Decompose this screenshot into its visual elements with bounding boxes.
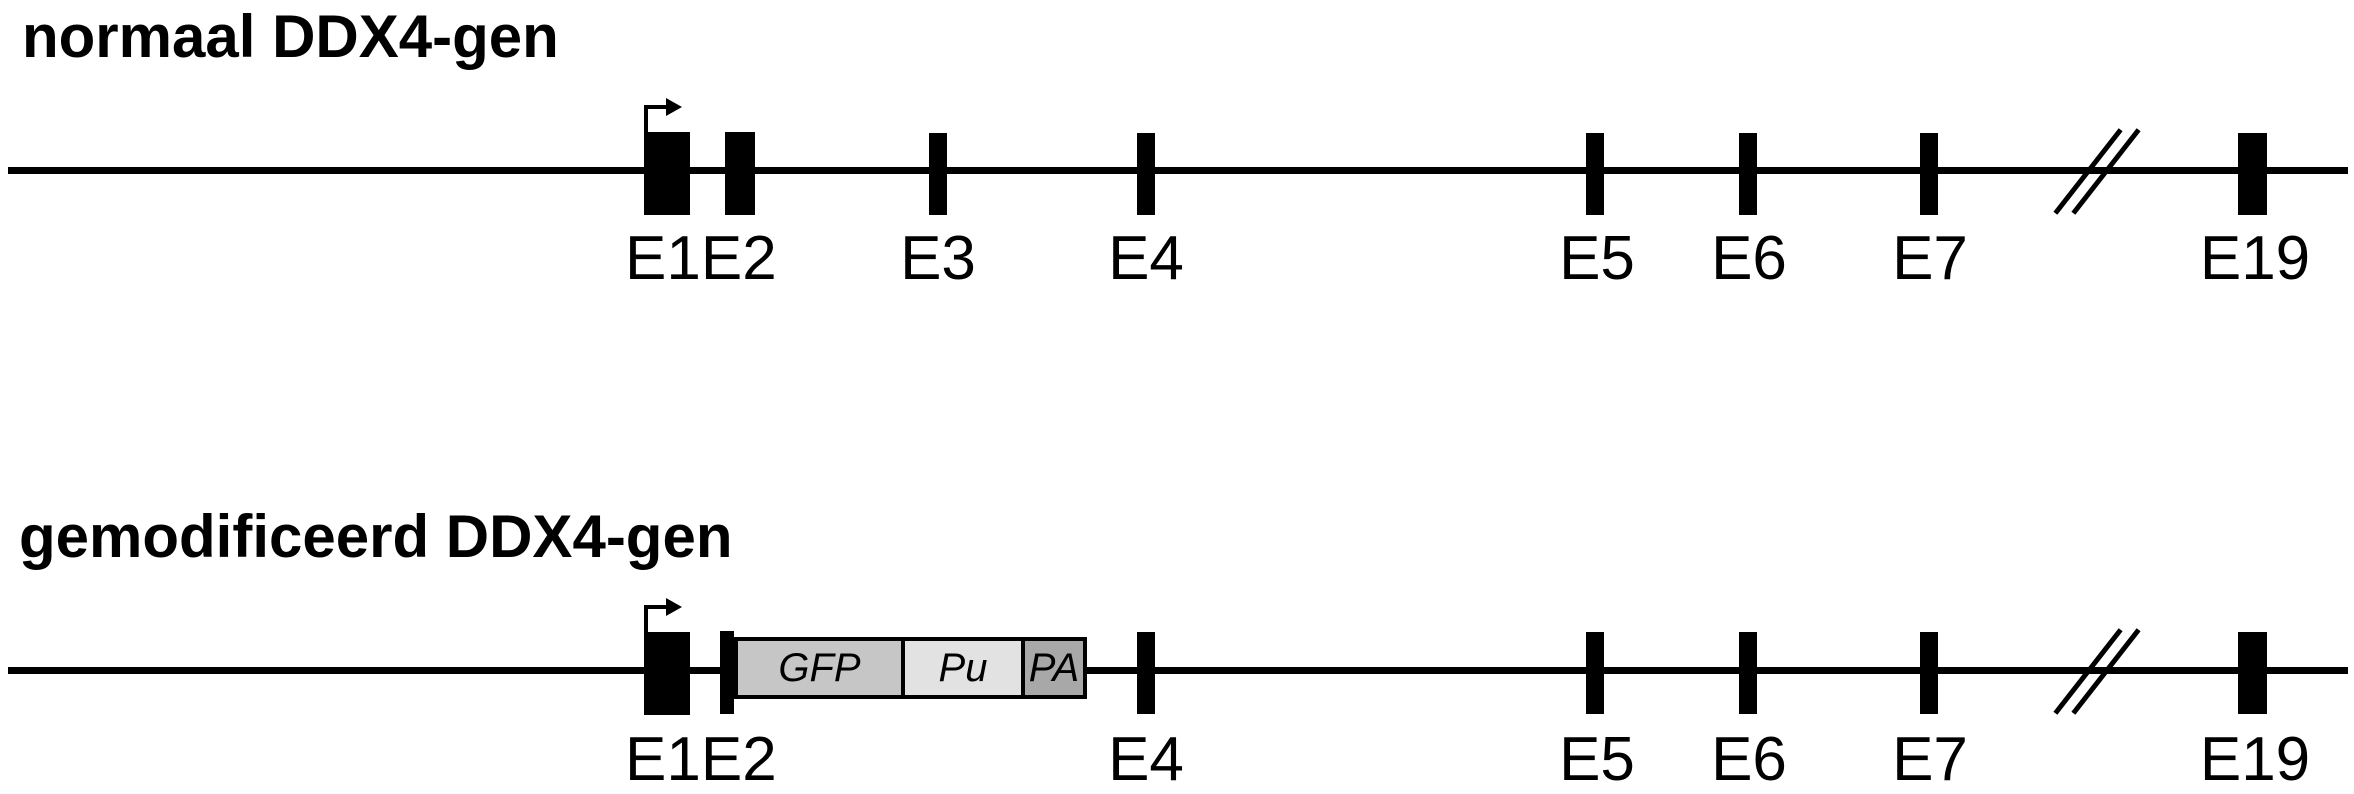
exon-E5 xyxy=(1586,632,1604,714)
exon-label-E3: E3 xyxy=(900,224,976,293)
exon-E7 xyxy=(1920,133,1938,215)
exon-E1 xyxy=(644,132,690,215)
exon-E7 xyxy=(1920,632,1938,714)
gene-backbone-line xyxy=(8,667,2348,674)
exon-label-E6: E6 xyxy=(1711,725,1787,794)
cassette-label-gfp: GFP xyxy=(778,646,861,690)
exon-E3 xyxy=(929,133,947,215)
exon-E6 xyxy=(1739,133,1757,215)
exon-label-E19: E19 xyxy=(2199,224,2311,293)
exon-label-E1E2: E1E2 xyxy=(625,725,777,794)
gene-backbone-line xyxy=(8,167,2348,174)
exon-E1 xyxy=(644,632,690,715)
exon-E2 xyxy=(725,132,755,215)
exon-label-E1E2: E1E2 xyxy=(625,224,777,293)
exon-label-E7: E7 xyxy=(1892,725,1968,794)
exon-E19 xyxy=(2238,632,2267,714)
exon-E6 xyxy=(1739,632,1757,714)
exon-E19 xyxy=(2238,133,2267,215)
exon-E4 xyxy=(1137,133,1155,215)
cassette-box-pa: PA xyxy=(1021,637,1087,699)
modified-gene-title: gemodificeerd DDX4-gen xyxy=(19,503,733,570)
exon-label-E4: E4 xyxy=(1108,725,1184,794)
cassette-box-pu: Pu xyxy=(901,637,1025,699)
cassette-box-gfp: GFP xyxy=(734,637,905,699)
exon-label-E4: E4 xyxy=(1108,224,1184,293)
exon-E5 xyxy=(1586,133,1604,215)
exon-E4 xyxy=(1137,632,1155,714)
exon-label-E5: E5 xyxy=(1559,224,1635,293)
exon-label-E6: E6 xyxy=(1711,224,1787,293)
exon-label-E5: E5 xyxy=(1559,725,1635,794)
exon-E2 xyxy=(720,631,734,714)
cassette-label-pa: PA xyxy=(1028,646,1080,690)
exon-label-E7: E7 xyxy=(1892,224,1968,293)
normal-gene-title: normaal DDX4-gen xyxy=(22,3,559,70)
exon-label-E19: E19 xyxy=(2199,725,2311,794)
cassette-label-pu: Pu xyxy=(938,646,988,690)
